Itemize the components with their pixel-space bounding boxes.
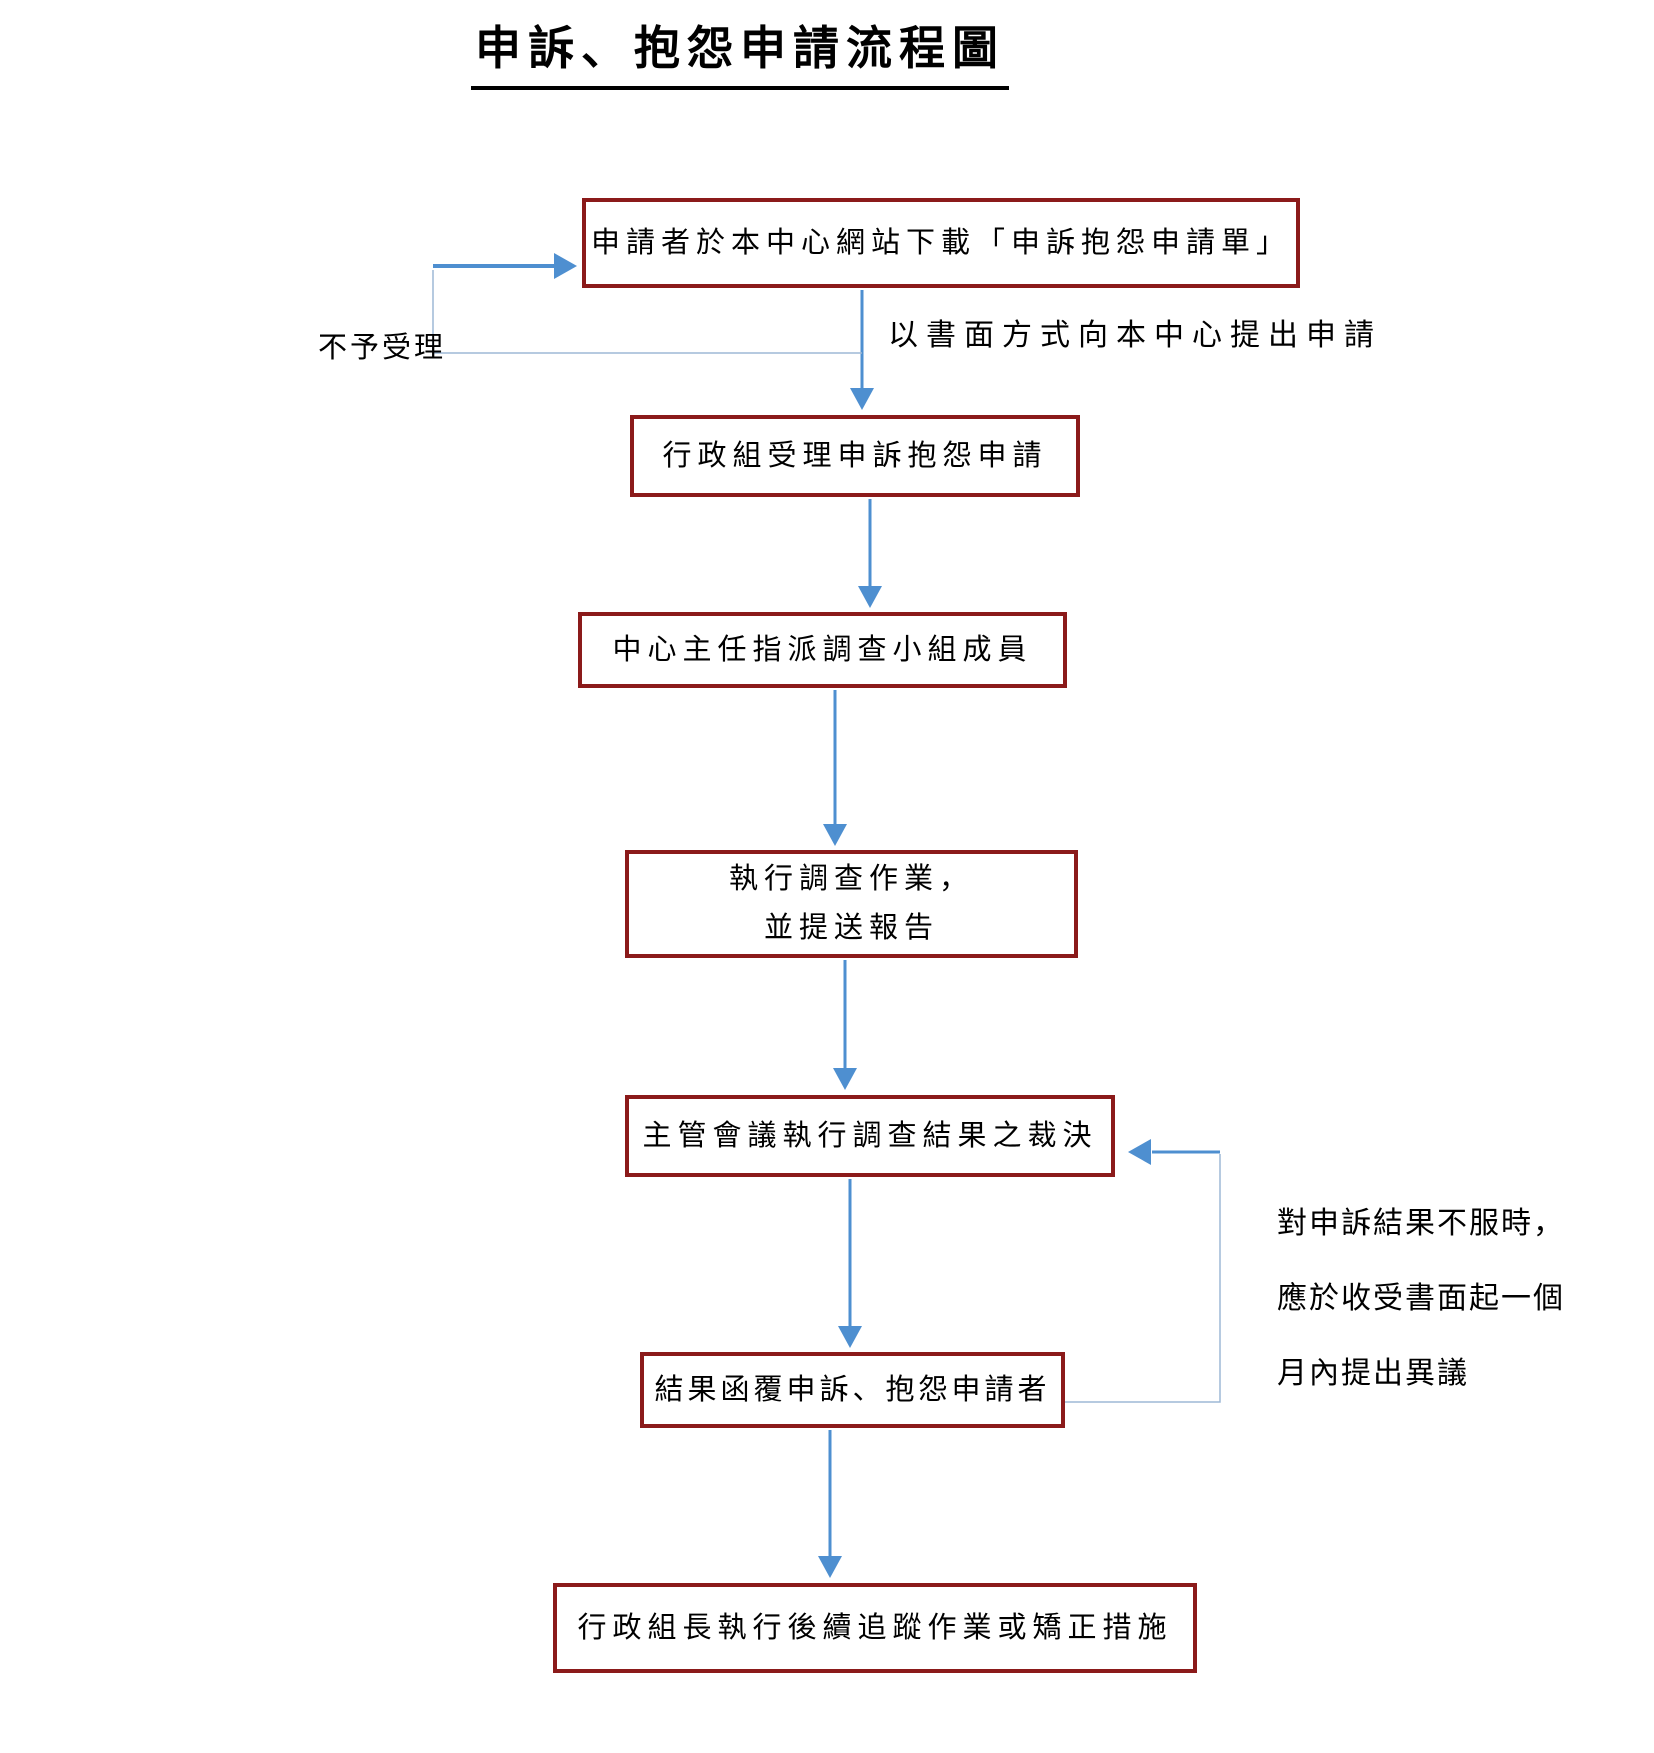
flow-node-investigation-line2: 並提送報告 [763, 912, 939, 944]
flow-node-investigation-report: 執行調查作業， 並提送報告 [625, 850, 1078, 958]
flow-node-investigation-line1: 執行調查作業， [728, 862, 974, 895]
flow-node-director-assigns-team-label: 中心主任指派調查小組成員 [612, 633, 1033, 666]
objection-note-line3: 月內提出異議 [1277, 1357, 1469, 1390]
flow-node-admin-accepts-label: 行政組受理申訴抱怨申請 [662, 439, 1048, 472]
flow-node-management-ruling: 主管會議執行調查結果之裁決 [625, 1095, 1115, 1177]
arrow-assign-to-investigate [823, 690, 847, 846]
arrow-investigate-to-ruling [833, 960, 857, 1090]
objection-note-line1: 對申訴結果不服時， [1277, 1207, 1565, 1240]
flow-node-reply-to-applicant: 結果函覆申訴、抱怨申請者 [640, 1352, 1065, 1428]
reject-label: 不予受理 [318, 332, 447, 364]
flow-node-followup-corrective-label: 行政組長執行後續追蹤作業或矯正措施 [577, 1611, 1173, 1644]
flow-node-management-ruling-label: 主管會議執行調查結果之裁決 [642, 1119, 1098, 1152]
page-title: 申訴、抱怨申請流程圖 [471, 12, 1009, 90]
flow-node-admin-accepts: 行政組受理申訴抱怨申請 [630, 415, 1080, 497]
arrow-reply-to-followup [818, 1430, 842, 1578]
flow-node-reply-to-applicant-label: 結果函覆申訴、抱怨申請者 [654, 1373, 1051, 1406]
objection-note: 對申訴結果不服時， 應於收受書面起一個 月內提出異議 [1277, 1186, 1565, 1411]
objection-feedback-connector [1065, 1139, 1221, 1403]
flow-node-download-form-label: 申請者於本中心網站下載「申訴抱怨申請單」 [590, 226, 1291, 259]
flow-node-download-form: 申請者於本中心網站下載「申訴抱怨申請單」 [582, 198, 1300, 288]
arrow-download-to-accept [850, 290, 874, 410]
arrow-accept-to-assign [858, 499, 882, 608]
submit-method-label: 以書面方式向本中心提出申請 [888, 319, 1382, 352]
arrow-ruling-to-reply [838, 1179, 862, 1348]
flow-node-followup-corrective: 行政組長執行後續追蹤作業或矯正措施 [553, 1583, 1197, 1673]
objection-note-line2: 應於收受書面起一個 [1277, 1282, 1565, 1315]
flow-node-director-assigns-team: 中心主任指派調查小組成員 [578, 612, 1067, 688]
